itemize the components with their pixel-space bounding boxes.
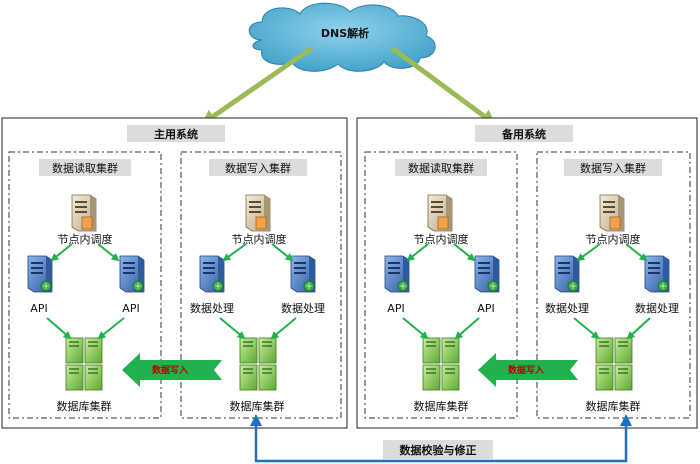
primary-write-processor-left-server-icon	[199, 255, 225, 293]
primary-read-db-label: 数据库集群	[57, 399, 112, 413]
primary-write-cluster-title: 数据写入集群	[225, 161, 291, 175]
primary-read-cluster-box	[8, 151, 162, 419]
backup-read-api-left-label: API	[387, 302, 404, 315]
backup-write-scheduler-label: 节点内调度	[586, 232, 641, 246]
backup-read-flow-arrows	[402, 243, 480, 340]
backup-read-scheduler-server-icon	[427, 194, 453, 232]
backup-read-db-label: 数据库集群	[414, 399, 469, 413]
primary-write-scheduler-server-icon	[245, 194, 271, 232]
primary-read-api-left-server-icon	[27, 255, 53, 293]
primary-write-scheduler-label: 节点内调度	[232, 232, 287, 246]
primary-write-replication-label: 数据写入	[152, 364, 188, 376]
validation-link	[250, 414, 632, 463]
primary-write-replication-arrow	[122, 353, 222, 387]
dns-to-backup-arrow	[390, 45, 496, 125]
primary-system-title: 主用系统	[154, 127, 198, 141]
backup-write-cluster-box	[536, 151, 691, 419]
primary-write-processor-right-label: 数据处理	[281, 301, 325, 315]
backup-write-replication-arrow	[478, 353, 578, 387]
primary-read-scheduler-server-icon	[71, 194, 97, 232]
primary-system-title-bg	[127, 125, 225, 142]
backup-read-api-right-server-icon	[474, 255, 500, 293]
backup-read-cluster-title: 数据读取集群	[408, 161, 474, 175]
dns-label: DNS解析	[321, 26, 369, 40]
dns-to-primary-arrow	[201, 45, 314, 125]
backup-write-processor-right-server-icon	[644, 255, 670, 293]
backup-read-cluster-title-bg	[395, 159, 487, 176]
backup-write-processor-left-label: 数据处理	[545, 301, 589, 315]
validation-label-bg	[383, 440, 493, 459]
backup-write-scheduler-server-icon	[599, 194, 625, 232]
validation-label: 数据校验与修正	[400, 443, 477, 457]
backup-read-api-right-label: API	[477, 302, 494, 315]
backup-write-processor-left-server-icon	[554, 255, 580, 293]
primary-read-cluster-title-bg	[39, 159, 131, 176]
backup-read-api-left-server-icon	[384, 255, 410, 293]
backup-write-cluster-title: 数据写入集群	[580, 161, 646, 175]
backup-read-scheduler-label: 节点内调度	[414, 232, 469, 246]
backup-write-flow-arrows	[573, 243, 651, 340]
primary-write-cluster-title-bg	[209, 159, 307, 176]
primary-write-cluster-box	[180, 151, 342, 419]
backup-write-replication-label: 数据写入	[508, 364, 544, 376]
backup-write-processor-right-label: 数据处理	[635, 301, 679, 315]
backup-system-title-bg	[475, 125, 573, 142]
primary-write-flow-arrows	[219, 243, 297, 340]
primary-read-api-right-label: API	[122, 302, 139, 315]
backup-system-title: 备用系统	[501, 127, 546, 141]
primary-read-api-right-server-icon	[119, 255, 145, 293]
primary-read-scheduler-label: 节点内调度	[58, 232, 113, 246]
primary-read-cluster-title: 数据读取集群	[52, 161, 118, 175]
backup-read-cluster-box	[364, 151, 518, 419]
primary-write-db-label: 数据库集群	[230, 399, 285, 413]
primary-read-api-left-label: API	[30, 302, 47, 315]
primary-write-processor-left-label: 数据处理	[190, 301, 234, 315]
primary-write-processor-right-server-icon	[290, 255, 316, 293]
backup-write-db-label: 数据库集群	[586, 399, 641, 413]
primary-read-flow-arrows	[46, 243, 125, 340]
backup-write-cluster-title-bg	[564, 159, 662, 176]
